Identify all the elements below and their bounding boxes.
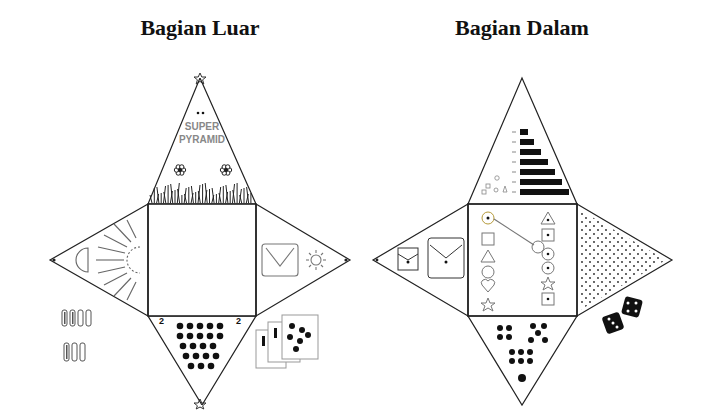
net-heading: Bagian Dalam	[455, 16, 589, 40]
net-heading: Bagian Luar	[140, 16, 259, 40]
bottom-triangle-face: 22	[148, 316, 256, 405]
triangle-outline	[148, 316, 256, 405]
top-triangle-face: SUPER PYRAMID	[148, 78, 256, 204]
face-title: SUPER PYRAMID	[172, 120, 232, 146]
face-number: 2	[159, 317, 169, 327]
face-number: 2	[236, 317, 246, 327]
